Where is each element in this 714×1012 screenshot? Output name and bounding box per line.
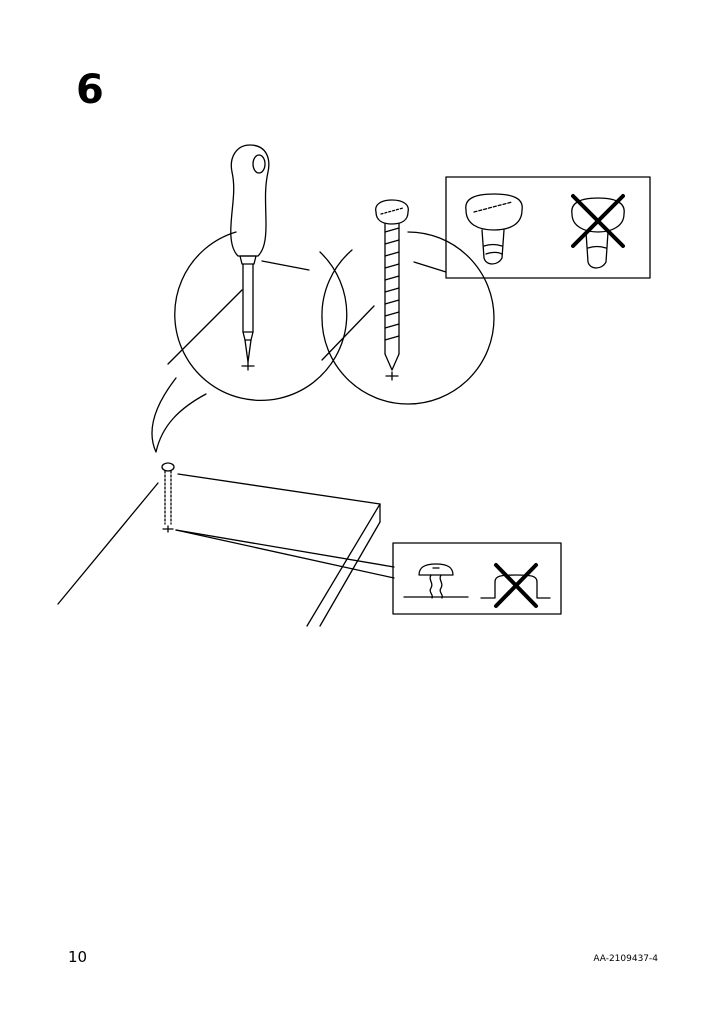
step-number: 6 bbox=[76, 67, 104, 113]
screw-head-correct-icon bbox=[466, 194, 522, 264]
shelf-board-icon bbox=[58, 474, 380, 626]
magnifier-circle-left bbox=[152, 232, 347, 452]
document-code: AA-2109437-4 bbox=[593, 954, 658, 964]
screwdriver-icon bbox=[231, 145, 269, 370]
magnifier-circle-right bbox=[322, 232, 494, 404]
screw-icon bbox=[376, 200, 409, 380]
small-screw-icon bbox=[162, 463, 174, 532]
cross-mark-icon bbox=[573, 196, 623, 246]
screw-raised-incorrect-icon bbox=[481, 575, 550, 598]
screw-head-incorrect-icon bbox=[572, 198, 624, 268]
cross-mark-icon bbox=[496, 565, 536, 606]
leader-lines bbox=[176, 530, 394, 578]
detail-box-screw-head bbox=[446, 177, 650, 278]
screw-flush-correct-icon bbox=[404, 564, 468, 598]
detail-box-screw-depth bbox=[393, 543, 561, 614]
page-number: 10 bbox=[68, 948, 88, 966]
